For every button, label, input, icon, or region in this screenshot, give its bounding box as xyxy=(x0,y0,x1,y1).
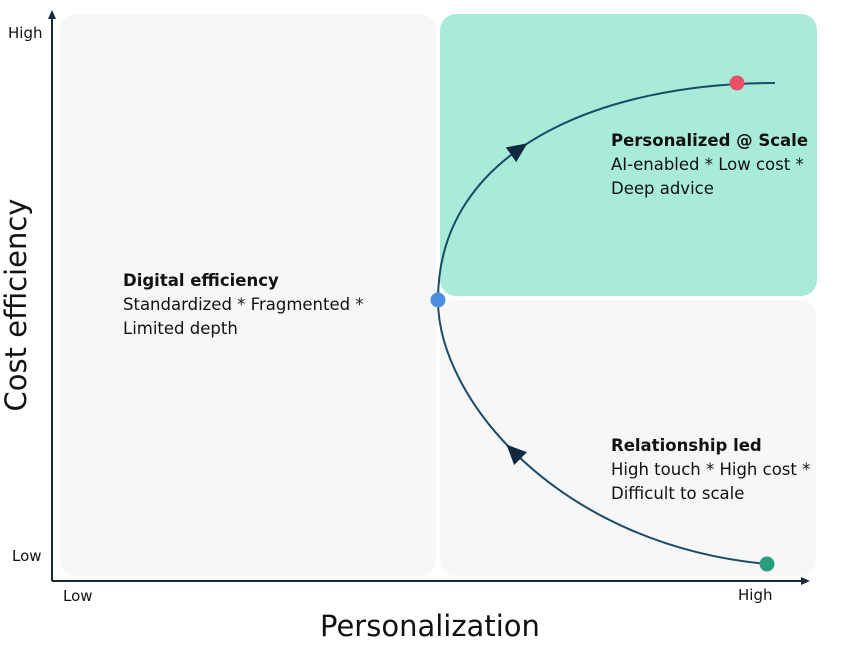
start-point xyxy=(759,556,775,572)
direction-arrow-lower xyxy=(506,444,527,465)
quadrant-description-line: Limited depth xyxy=(123,319,238,338)
x-tick-low: Low xyxy=(63,587,93,605)
x-axis-title: Personalization xyxy=(320,609,540,643)
curve-upper-segment xyxy=(437,82,776,301)
quadrant-description-line: Standardized * Fragmented * xyxy=(123,295,364,314)
y-axis-title: Cost efficiency xyxy=(0,198,33,412)
quadrant-description-line: Difficult to scale xyxy=(611,484,745,503)
mid-point xyxy=(430,292,446,308)
y-tick-low: Low xyxy=(12,547,42,565)
quadrant-digital-efficiency xyxy=(60,14,436,576)
quadrant-description-line: Deep advice xyxy=(611,179,714,198)
x-tick-high: High xyxy=(738,586,773,604)
quadrant-description-line: AI-enabled * Low cost * xyxy=(611,155,804,174)
end-point xyxy=(729,75,745,91)
quadrant-relationship-led xyxy=(440,300,816,576)
quadrant-title: Relationship led xyxy=(611,436,762,455)
quadrant-label-personalized-at-scale: Personalized @ Scale AI-enabled * Low co… xyxy=(611,129,808,201)
direction-arrow-upper xyxy=(505,143,528,163)
quadrant-label-digital-efficiency: Digital efficiency Standardized * Fragme… xyxy=(123,269,364,341)
quadrant-label-relationship-led: Relationship led High touch * High cost … xyxy=(611,434,810,506)
quadrant-description-line: High touch * High cost * xyxy=(611,460,811,479)
quadrant-title: Digital efficiency xyxy=(123,271,279,290)
quadrant-title: Personalized @ Scale xyxy=(611,131,809,150)
curve-lower-segment xyxy=(437,299,768,565)
y-tick-high: High xyxy=(8,24,43,42)
